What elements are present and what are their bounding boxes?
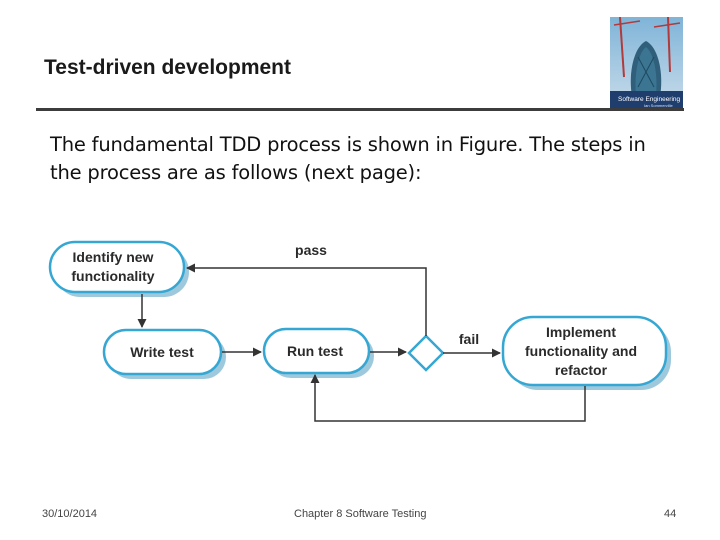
implement-label-line3: refactor (555, 362, 608, 378)
footer-chapter: Chapter 8 Software Testing (294, 508, 427, 520)
identify-label-line1: Identify new (73, 249, 154, 265)
title-divider (36, 108, 684, 111)
run-test-node: Run test (262, 327, 374, 378)
implement-label-line1: Implement (546, 324, 616, 340)
edge-label-fail: fail (459, 331, 479, 347)
arrow-decision-pass-to-identify (186, 263, 427, 336)
implement-refactor-node: Implement functionality and refactor (501, 315, 671, 390)
identify-label-line2: functionality (71, 268, 154, 284)
edge-label-pass: pass (295, 242, 327, 258)
footer-date: 30/10/2014 (42, 508, 98, 520)
identify-functionality-node: Identify new functionality (48, 240, 189, 297)
book-cover-image: Software Engineering Ian Sommerville (610, 17, 683, 109)
arrow-implement-back-to-run (310, 374, 586, 422)
footer-page-number: 44 (664, 508, 677, 520)
cover-title: Software Engineering (618, 96, 681, 103)
cover-author: Ian Sommerville (644, 103, 673, 108)
implement-label-line2: functionality and (525, 343, 637, 359)
body-paragraph: The fundamental TDD process is shown in … (50, 133, 646, 184)
run-test-label: Run test (287, 343, 343, 359)
slide-title: Test-driven development (44, 56, 291, 79)
decision-diamond (407, 334, 445, 372)
write-test-node: Write test (102, 328, 226, 379)
write-test-label: Write test (130, 344, 194, 360)
